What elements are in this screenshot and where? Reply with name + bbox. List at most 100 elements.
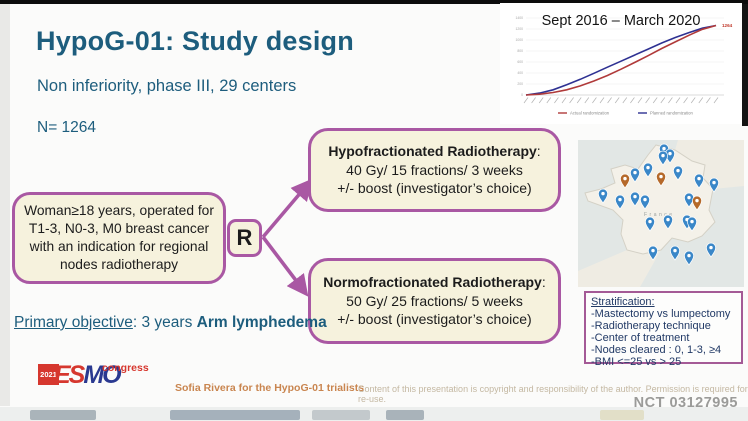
chart-ytick-label: 1000 xyxy=(515,38,523,42)
arrow-to-hypo xyxy=(261,178,313,239)
map-pin-blue xyxy=(640,194,650,210)
map-pin-blue xyxy=(663,214,673,230)
primary-objective-label: Primary objective xyxy=(14,314,133,331)
chart-xtick-mark xyxy=(660,97,666,104)
hypo-arm-boost: +/- boost (investigator’s choice) xyxy=(337,180,532,197)
randomization-arrows xyxy=(261,178,313,297)
enrollment-chart-panel: 0 200 400 600 800 1000 1200 1400 1264 Sept 2016 –… xyxy=(500,3,742,124)
chart-xtick-mark xyxy=(599,97,605,104)
chart-xtick-mark xyxy=(584,97,590,104)
esmo-congress-logo: 2021 ESMO congress xyxy=(38,361,149,395)
randomization-box: R xyxy=(227,219,262,257)
primary-objective-endpoint: Arm lymphedema xyxy=(196,314,327,331)
map-pin-blue xyxy=(645,216,655,232)
stratification-item: -Radiotherapy technique xyxy=(591,320,711,332)
filmstrip-block xyxy=(386,410,424,420)
chart-ytick-label: 400 xyxy=(517,71,523,75)
chart-xtick-mark xyxy=(668,97,673,104)
chart-xtick-mark xyxy=(652,97,658,104)
map-pin-blue xyxy=(630,191,640,207)
chart-xtick-mark xyxy=(713,97,719,104)
right-letterbox-bar xyxy=(742,4,748,126)
chart-xtick-mark xyxy=(531,97,536,104)
logo-year-badge: 2021 xyxy=(38,364,59,385)
stratification-item: -Nodes cleared : 0, 1-3, ≥4 xyxy=(591,344,722,356)
chart-legend-label: Planned randomization xyxy=(650,111,694,116)
map-pin-blue xyxy=(684,250,694,266)
chart-xtick-mark xyxy=(630,97,635,104)
chart-xtick-mark xyxy=(592,97,597,104)
chart-xtick-mark xyxy=(523,97,529,104)
stratification-item: -BMI <=25 vs > 25 xyxy=(591,356,682,368)
map-neighbor-land-ne xyxy=(675,140,744,189)
normo-arm-title: Normofractionated Radiotherapy: xyxy=(323,274,546,291)
chart-xtick-mark xyxy=(675,97,681,104)
map-pin-blue xyxy=(598,188,608,204)
chart-xtick-mark xyxy=(546,97,552,104)
chart-ytick-label: 200 xyxy=(517,82,523,86)
stratification-item: -Mastectomy vs lumpectomy xyxy=(591,308,731,320)
map-country-label: France xyxy=(644,212,675,218)
chart-xtick-mark xyxy=(561,97,567,104)
chart-ytick-label: 1200 xyxy=(515,27,523,31)
map-pins xyxy=(598,143,719,266)
normo-arm-dose: 50 Gy/ 25 fractions/ 5 weeks xyxy=(346,292,523,309)
map-pin-blue xyxy=(643,162,653,178)
chart-series-line xyxy=(525,24,717,96)
hypo-arm-dose: 40 Gy/ 15 fractions/ 3 weeks xyxy=(346,161,523,178)
map-pin-blue xyxy=(648,245,658,261)
chart-ytick-label: 800 xyxy=(517,49,523,53)
chart-xtick-mark xyxy=(554,97,559,104)
hypofractionated-arm-box: Hypofractionated Radiotherapy: 40 Gy/ 15… xyxy=(308,128,561,212)
stratification-title: Stratification: xyxy=(591,296,655,308)
map-pin-blue xyxy=(706,242,716,258)
filmstrip-block xyxy=(312,410,370,420)
chart-legend-label: Actual randomization xyxy=(570,111,610,116)
normo-arm-boost: +/- boost (investigator’s choice) xyxy=(337,311,532,328)
chart-xtick-mark xyxy=(683,97,688,104)
chart-ytick-label: 600 xyxy=(517,60,523,64)
chart-xtick-mark xyxy=(690,97,696,104)
chart-ytick-label: 1400 xyxy=(515,16,523,20)
stratification-item: -Center of treatment xyxy=(591,332,690,344)
chart-ytick-label: 0 xyxy=(521,93,523,97)
map-pin-orange xyxy=(656,171,666,187)
centers-map-svg: France xyxy=(578,140,744,287)
eligibility-criteria-text: Woman≥18 years, operated for T1-3, N0-3,… xyxy=(24,203,214,272)
filmstrip-block xyxy=(600,410,644,420)
chart-xtick-mark xyxy=(538,97,544,104)
chart-xtick-mark xyxy=(569,97,574,104)
copyright-notice: Content of this presentation is copyrigh… xyxy=(358,384,748,404)
arrow-to-normo xyxy=(261,235,309,297)
primary-objective-middle: : 3 years xyxy=(132,314,197,331)
map-pin-blue xyxy=(709,177,719,193)
map-pin-blue xyxy=(615,194,625,210)
top-letterbox-bar xyxy=(0,0,748,4)
chart-series-line xyxy=(525,24,717,96)
map-pin-blue xyxy=(673,165,683,181)
filmstrip-block xyxy=(170,410,300,420)
filmstrip-block xyxy=(30,410,96,420)
left-margin-bar xyxy=(0,4,10,406)
chart-xtick-mark xyxy=(622,97,628,104)
page-title: HypoG-01: Study design xyxy=(36,26,354,56)
enrollment-chart-svg: 0 200 400 600 800 1000 1200 1400 1264 Sept 2016 –… xyxy=(515,13,733,116)
chart-xtick-mark xyxy=(706,97,711,104)
map-pin-orange xyxy=(620,173,630,189)
map-pin-blue xyxy=(630,167,640,183)
normofractionated-arm-box: Normofractionated Radiotherapy: 50 Gy/ 2… xyxy=(308,258,561,344)
primary-objective: Primary objective: 3 years Arm lymphedem… xyxy=(14,314,327,332)
map-pin-blue xyxy=(687,216,697,232)
chart-xtick-mark xyxy=(614,97,620,104)
hypo-arm-title: Hypofractionated Radiotherapy: xyxy=(328,143,541,160)
centers-map: France xyxy=(578,140,744,287)
map-pin-orange xyxy=(692,195,702,211)
logo-wordmark: ESMO xyxy=(54,361,122,389)
map-pin-blue xyxy=(670,245,680,261)
chart-xtick-mark xyxy=(698,97,704,104)
chart-title: Sept 2016 – March 2020 xyxy=(542,13,701,29)
chart-end-value-label: 1264 xyxy=(722,23,733,28)
author-credit: Sofia Rivera for the HypoG-01 trialists xyxy=(175,382,365,394)
chart-xtick-mark xyxy=(645,97,650,104)
